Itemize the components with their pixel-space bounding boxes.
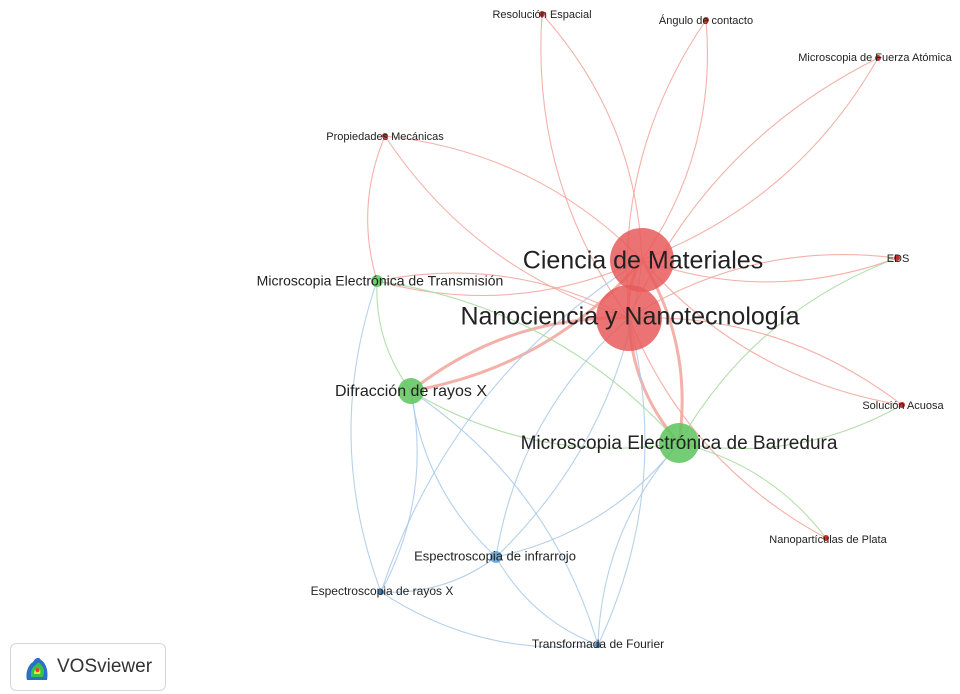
link-nano-resolucion — [540, 13, 630, 319]
node-label-angulo[interactable]: Ángulo de contacto — [659, 14, 753, 27]
node-label-resolucion[interactable]: Resolución Espacial — [492, 9, 591, 21]
node-afm[interactable] — [875, 55, 881, 61]
link-ciencia-drx — [410, 259, 644, 393]
vosviewer-label: VOSviewer — [57, 656, 153, 677]
link-fourier-sem — [597, 442, 680, 646]
link-ciencia-resolucion — [541, 13, 643, 261]
node-tem[interactable] — [371, 275, 383, 287]
link-nano-nanoplata — [628, 317, 827, 539]
link-ciencia-propiedades — [384, 135, 643, 261]
node-resolucion[interactable] — [539, 11, 545, 17]
link-xps-drx — [380, 390, 418, 593]
link-sem-eds — [678, 257, 898, 444]
link-ftir-sem — [495, 442, 680, 558]
link-propiedades-tem — [367, 135, 386, 282]
link-xps-fourier — [380, 591, 599, 648]
link-ftir-nano — [495, 317, 630, 558]
node-label-nanoplata[interactable]: Nanopartículas de Plata — [769, 534, 887, 546]
node-xps[interactable] — [378, 589, 384, 595]
node-solucion[interactable] — [899, 402, 905, 408]
link-ciencia-tem — [376, 259, 643, 297]
link-sem-nanoplata — [678, 442, 827, 539]
link-fourier-drx — [410, 390, 599, 646]
node-label-xps[interactable]: Espectroscopia de rayos X — [311, 584, 454, 598]
node-label-ciencia[interactable]: Ciencia de Materiales — [523, 247, 763, 275]
link-ciencia-angulo — [641, 19, 708, 261]
node-drx[interactable] — [398, 378, 424, 404]
node-ftir[interactable] — [490, 551, 502, 563]
node-sem[interactable] — [659, 423, 699, 463]
node-label-propiedades[interactable]: Propiedades Mecánicas — [326, 131, 444, 143]
link-xps-tem — [350, 280, 382, 593]
link-fourier-ftir — [495, 556, 599, 646]
node-propiedades[interactable] — [382, 133, 388, 139]
link-nano-solucion — [628, 317, 903, 406]
node-ciencia[interactable] — [610, 228, 674, 292]
link-sem-solucion — [678, 404, 903, 450]
node-nano[interactable] — [596, 285, 662, 351]
link-fourier-nano — [597, 317, 646, 646]
link-drx-tem — [376, 280, 412, 392]
link-drx-sem — [410, 390, 680, 449]
node-label-eds[interactable]: EDS — [887, 253, 910, 265]
link-xps-ciencia — [380, 259, 643, 593]
vosviewer-logo-icon — [26, 657, 48, 680]
link-nano-propiedades — [384, 135, 630, 319]
node-label-sem[interactable]: Microscopia Electrónica de Barredura — [521, 433, 838, 454]
node-label-drx[interactable]: Difracción de rayos X — [335, 383, 487, 400]
link-ciencia-afm — [641, 57, 879, 261]
link-tem-sem — [376, 280, 680, 444]
link-ciencia-eds — [641, 257, 898, 283]
node-nanoplata[interactable] — [823, 535, 829, 541]
link-ciencia-solucion — [641, 259, 903, 406]
node-angulo[interactable] — [703, 17, 709, 23]
node-label-solucion[interactable]: Solución Acuosa — [862, 400, 944, 412]
node-label-fourier[interactable]: Transformada de Fourier — [532, 637, 664, 651]
node-fourier[interactable] — [595, 642, 601, 648]
link-ftir-drx — [410, 390, 497, 558]
nodes-layer — [371, 11, 905, 648]
node-label-ftir[interactable]: Espectroscopia de infrarrojo — [414, 548, 576, 563]
vosviewer-logo-button[interactable]: VOSviewer — [10, 643, 166, 691]
node-label-tem[interactable]: Microscopia Electrónica de Transmisión — [257, 273, 504, 289]
link-ftir-xps — [380, 556, 497, 593]
node-label-nano[interactable]: Nanociencia y Nanotecnología — [460, 303, 799, 331]
node-eds[interactable] — [894, 255, 900, 261]
node-label-afm[interactable]: Microscopia de Fuerza Atómica — [798, 52, 952, 64]
